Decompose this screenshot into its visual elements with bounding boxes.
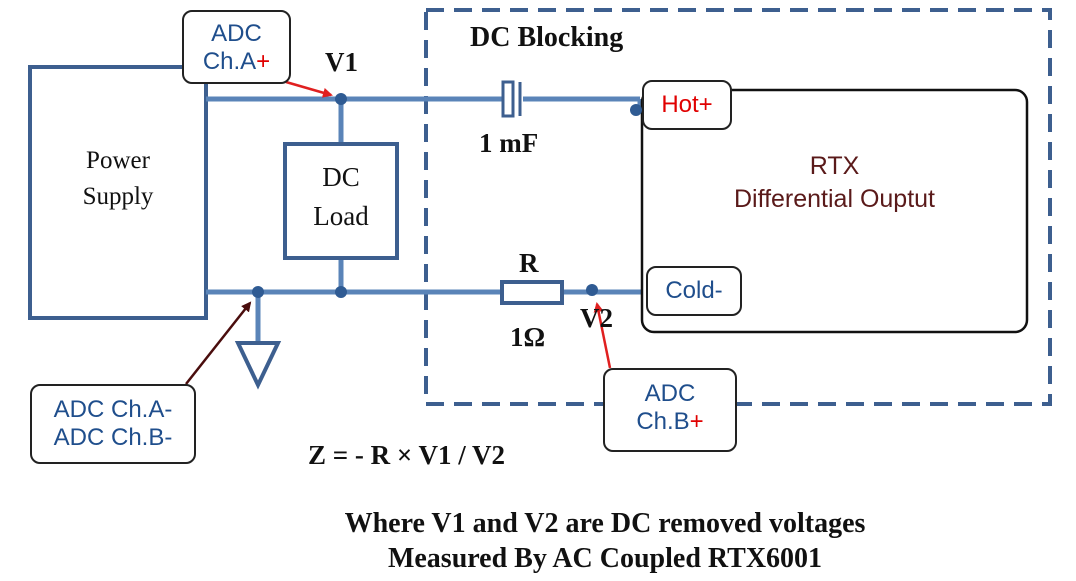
footer-note: Where V1 and V2 are DC removed voltages … <box>0 506 1076 576</box>
v1-label: V1 <box>325 47 358 77</box>
dc-blocking-title: DC Blocking <box>470 22 624 53</box>
cold-text: Cold- <box>665 277 723 304</box>
v2-label: V2 <box>580 303 613 333</box>
resistor-label: R <box>519 248 539 278</box>
power-supply-box <box>28 65 208 320</box>
node-hot <box>630 104 642 116</box>
impedance-formula: Z = - R × V1 / V2 <box>308 440 506 470</box>
capacitor-value: 1 mF <box>479 128 539 158</box>
junction-nodes <box>252 93 642 298</box>
arrow-cha-plus <box>285 80 333 98</box>
power-supply-label: Power Supply <box>30 143 206 216</box>
node-v2 <box>586 284 598 296</box>
dc-load-label: DC Load <box>285 158 397 236</box>
footer-line2: Measured By AC Coupled RTX6001 <box>387 543 823 574</box>
footer-line1: Where V1 and V2 are DC removed voltages <box>344 508 866 539</box>
adc-chb-plus-line1: ADC <box>644 380 696 407</box>
rtx-line2: Differential Ouptut <box>733 184 936 213</box>
node-load-bottom <box>335 286 347 298</box>
adc-chb-plus-callout: ADC Ch.B+ <box>603 368 737 452</box>
dc-load-line2: Load <box>313 201 369 232</box>
adc-minus-line2: ADC Ch.B- <box>53 423 173 451</box>
dc-blocking-region <box>424 8 1052 406</box>
hot-terminal-label: Hot+ <box>642 80 732 130</box>
hot-plus: + <box>698 91 713 118</box>
adc-minus-line1: ADC Ch.A- <box>53 396 173 423</box>
arrow-chb-plus <box>593 302 612 369</box>
node-v1 <box>335 93 347 105</box>
rtx-label: RTX Differential Ouptut <box>642 150 1027 215</box>
resistor-value: 1Ω <box>510 322 546 352</box>
power-supply-line1: Power <box>86 147 150 174</box>
dc-load-box <box>283 142 399 260</box>
hot-text: Hot <box>661 91 699 118</box>
arrow-minus <box>185 301 252 385</box>
adc-cha-plus-line2: Ch.A+ <box>202 47 271 75</box>
power-supply-line2: Supply <box>82 183 154 211</box>
dc-load-line1: DC <box>322 162 360 192</box>
resistor-symbol <box>500 280 564 305</box>
node-ground <box>252 286 264 298</box>
adc-cha-plus-line1: ADC <box>211 20 262 47</box>
capacitor-symbol <box>501 80 522 118</box>
adc-cha-plus-callout: ADC Ch.A+ <box>182 10 291 84</box>
adc-chb-plus-line2: Ch.B+ <box>636 407 704 435</box>
ground-symbol <box>234 341 282 390</box>
adc-minus-callout: ADC Ch.A- ADC Ch.B- <box>30 384 196 464</box>
cold-terminal-label: Cold- <box>646 266 742 316</box>
rtx-line1: RTX <box>809 152 860 180</box>
